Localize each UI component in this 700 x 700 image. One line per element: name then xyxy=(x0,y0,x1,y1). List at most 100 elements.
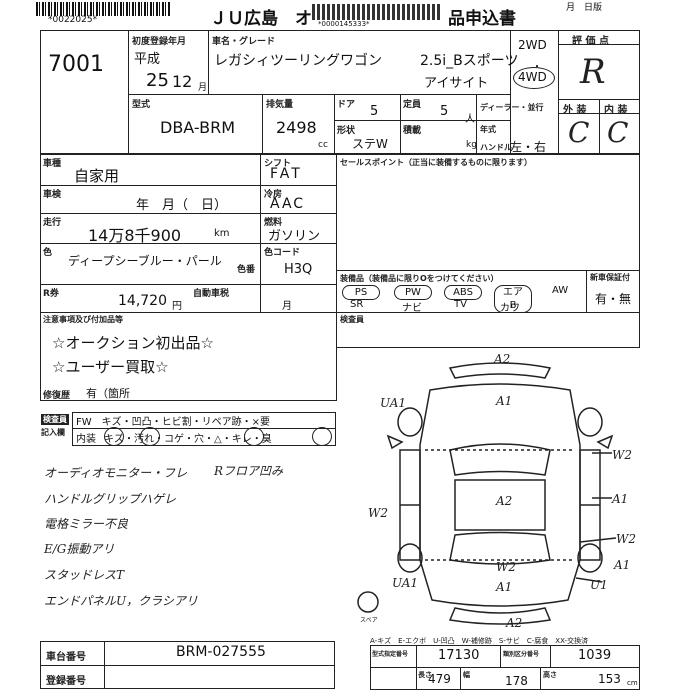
damage-mark-7: W2 xyxy=(368,506,388,520)
condition-circle-2 xyxy=(140,427,160,446)
width-label: 幅 xyxy=(463,671,470,679)
mileage-unit: km xyxy=(214,228,230,239)
rating-interior-label: 内 装 xyxy=(604,105,628,116)
repair-value: 有（箇所 xyxy=(86,387,130,400)
sales-frame xyxy=(336,154,640,271)
tax-unit: 月 xyxy=(282,301,292,312)
recycle-unit: 円 xyxy=(172,301,182,312)
capacity-unit: 人 xyxy=(465,114,475,125)
damage-mark-12: W2 xyxy=(496,560,516,574)
damage-mark-10: U1 xyxy=(590,578,608,592)
fuel-value: ガソリン xyxy=(268,229,321,244)
ac-value: AAC xyxy=(270,196,306,212)
body-label: 形状 xyxy=(337,126,356,136)
condition-row1-tag: 記入欄 xyxy=(41,428,65,437)
recycle-value: 14,720 xyxy=(118,293,167,309)
chassis-value: BRM-027555 xyxy=(176,644,266,660)
header-small-number: *0000145333* xyxy=(318,20,370,28)
handwritten-note-2: ハンドルグリップハゲレ xyxy=(44,492,177,506)
notes-label: 注意事項及び付加品等 xyxy=(43,315,123,324)
condition-circle-1 xyxy=(104,427,124,446)
model-label: 車名・グレード xyxy=(212,37,276,47)
handwritten-note-5: スタッドレスT xyxy=(44,568,125,582)
damage-mark-13: A1 xyxy=(496,580,513,594)
equip-aw: AW xyxy=(552,285,569,296)
equip-leather: カワ xyxy=(500,303,520,314)
mileage-label: 走行 xyxy=(43,218,62,228)
body-value: ステW xyxy=(352,137,388,151)
equipment-label: 装備品（装備品に限りOをつけてください） xyxy=(340,274,499,283)
repair-label: 修復歴 xyxy=(43,391,71,401)
year-model-label: 年式 xyxy=(480,125,496,134)
notes-frame xyxy=(40,312,337,401)
new-car-warranty-value: 有・無 xyxy=(595,292,632,306)
handwritten-note-6: エンドパネルU，クラシアリ xyxy=(44,594,198,608)
registration-month-unit: 月 xyxy=(198,83,208,93)
equip-tv: TV xyxy=(454,299,467,310)
rating-label: 評 価 点 xyxy=(572,36,609,47)
cm-unit: cm xyxy=(627,679,638,687)
weight-label: 型式指定番号 xyxy=(372,651,409,658)
drive-2wd: 2WD xyxy=(518,38,547,52)
handwritten-note-1: オーディオモニター・フレ xyxy=(44,466,188,480)
top-frame xyxy=(40,30,640,154)
condition-row1-label: 検査員 xyxy=(41,414,69,425)
damage-mark-5: A2 xyxy=(496,494,513,508)
doors-label: ドア xyxy=(337,100,356,110)
damage-mark-2: A1 xyxy=(496,394,513,408)
color-no-label: 色番 xyxy=(237,265,256,275)
inspection-value: 年 月（ 日） xyxy=(136,198,228,213)
weight-value: 17130 xyxy=(438,648,480,663)
sales-point-label: セールスポイント（正当に装備するものに限ります） xyxy=(340,158,532,167)
reg-label: 登録番号 xyxy=(46,676,86,687)
car-diagram xyxy=(357,362,617,625)
damage-mark-9: A1 xyxy=(614,558,631,572)
redacted-block xyxy=(312,4,442,20)
barcode xyxy=(36,2,171,16)
handwritten-floor: Rフロア凹み xyxy=(214,464,284,478)
rating-exterior-value: C xyxy=(568,116,590,149)
damage-mark-4: W2 xyxy=(612,448,632,462)
damage-mark-3: UA1 xyxy=(380,396,407,410)
capacity-label: 定員 xyxy=(403,100,422,110)
model-name: レガシィツーリングワゴン xyxy=(214,53,382,69)
mileage-value: 14万8千900 xyxy=(88,226,182,245)
model-grade2: アイサイト xyxy=(424,76,489,91)
color-no-value: H3Q xyxy=(284,262,313,277)
capacity-value: 5 xyxy=(440,104,449,119)
damage-mark-14: A2 xyxy=(506,616,523,630)
registration-month: 12 xyxy=(172,72,193,91)
dealer-label: ディーラー・並行 xyxy=(480,103,544,112)
rating-score: R xyxy=(580,52,606,92)
condition-row2-label: 内装 xyxy=(76,434,96,445)
ac-label: 冷房 xyxy=(264,190,283,200)
header-title-right: 品申込書 xyxy=(448,9,516,29)
color-code-label: 色コード xyxy=(264,248,301,258)
drive-4wd-circle xyxy=(513,67,555,89)
damage-mark-11: UA1 xyxy=(392,576,419,590)
damage-mark-8: W2 xyxy=(616,532,636,546)
notes-line2: ☆ユーザー買取☆ xyxy=(52,358,169,376)
class-value: 1039 xyxy=(578,648,612,663)
color-value: ディープシーブルー・パール xyxy=(68,254,222,268)
length-label: 長さ xyxy=(418,671,432,679)
barcode-number: *0022025* xyxy=(48,15,98,25)
registration-era: 平成 xyxy=(134,52,161,67)
registration-label: 初度登録年月 xyxy=(132,37,187,47)
doors-value: 5 xyxy=(370,104,379,119)
model-grade: 2.5i_Bスポーツ xyxy=(420,53,519,69)
equip-navi: ナビ xyxy=(402,303,422,314)
equip-abs: ABS xyxy=(444,285,482,300)
fuel-label: 燃料 xyxy=(264,218,283,228)
chassis-label: 車台番号 xyxy=(46,652,86,663)
condition-circle-4 xyxy=(312,427,332,446)
inspector-frame xyxy=(336,312,640,348)
drive-4wd: 4WD xyxy=(518,70,547,84)
height-label: 高さ xyxy=(543,671,557,679)
height-value: 153 xyxy=(598,672,621,686)
lot-number: 7001 xyxy=(48,52,104,77)
tax-label: 自動車税 xyxy=(193,289,230,299)
condition-row1: FW キズ・凹凸・ヒビ割・リペア跡・×要 xyxy=(76,417,271,428)
equip-sr: SR xyxy=(350,299,364,310)
rating-interior-value: C xyxy=(607,116,629,149)
